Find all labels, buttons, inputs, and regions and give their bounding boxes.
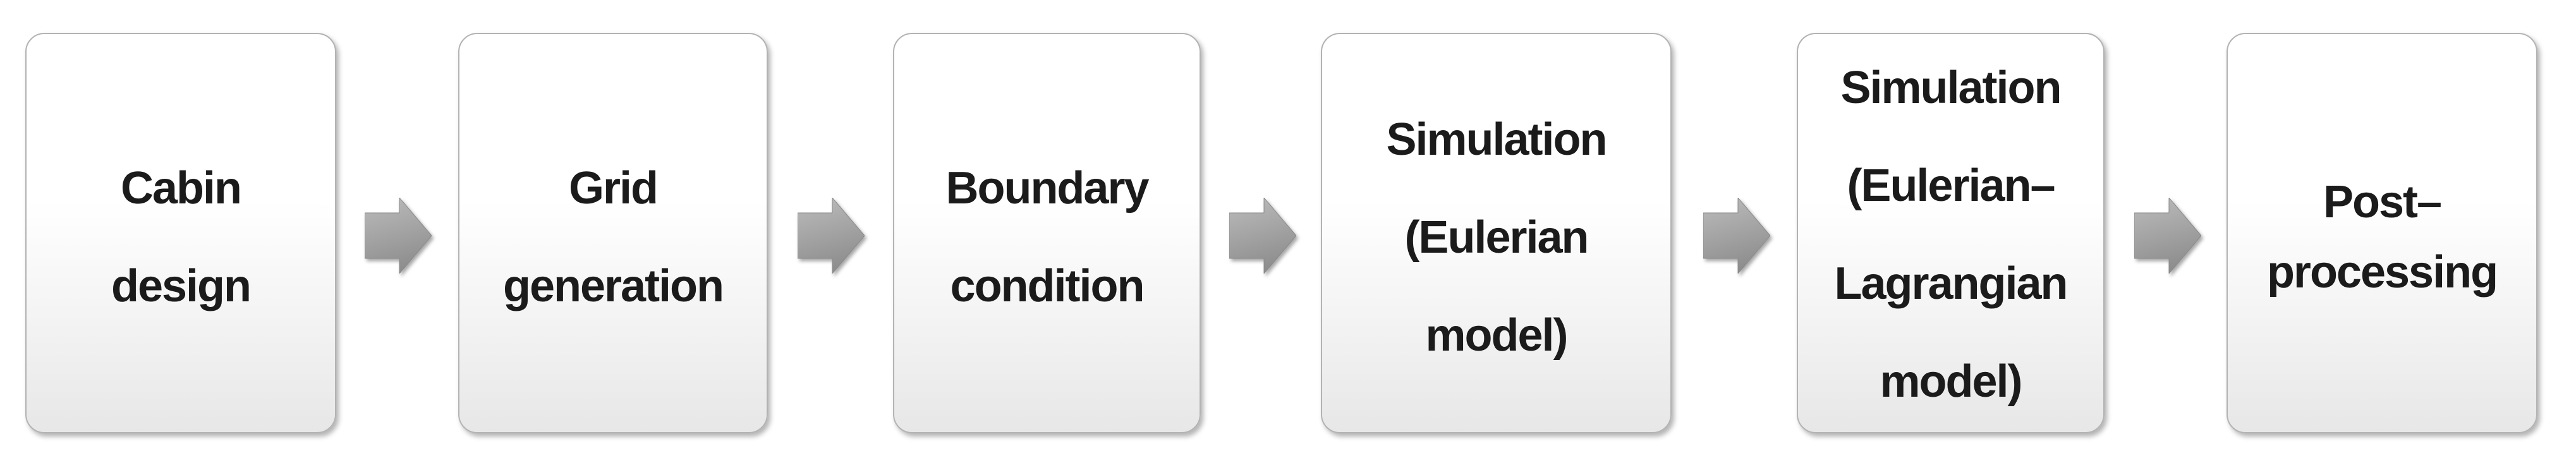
step-text-line: Simulation <box>1386 114 1607 165</box>
block-arrow-right-icon <box>1229 198 1296 274</box>
step-label: Boundary condition <box>894 140 1200 335</box>
step-text-line: Simulation <box>1840 63 2062 113</box>
step-text-line: Boundary <box>945 163 1149 214</box>
step-text-line: (Eulerian– <box>1847 160 2055 211</box>
step-text-line: Post– <box>2323 177 2442 227</box>
step-label: Simulation (Eulerian model) <box>1322 91 1670 385</box>
step-text-line: Grid <box>568 163 659 214</box>
flow-step-boundary-condition: Boundary condition <box>893 33 1201 433</box>
block-arrow-right-icon <box>365 198 432 274</box>
step-label: Grid generation <box>459 140 767 335</box>
flow-step-simulation-eulerian-model: Simulation (Eulerian model) <box>1321 33 1672 433</box>
block-arrow-right-icon <box>2134 198 2201 274</box>
step-text-line: design <box>111 261 252 311</box>
flow-step-simulation-eulerian-lagrangian-model: Simulation (Eulerian– Lagrangian model) <box>1797 33 2105 433</box>
flow-step-cabin-design: Cabin design <box>25 33 336 433</box>
step-text-line: processing <box>2266 247 2498 298</box>
step-text-line: (Eulerian <box>1404 212 1589 263</box>
flow-step-grid-generation: Grid generation <box>458 33 768 433</box>
step-text-line: generation <box>502 261 724 311</box>
step-text-line: Cabin <box>120 163 242 214</box>
step-label: Post– processing <box>2228 167 2536 308</box>
block-arrow-right-icon <box>798 198 865 274</box>
step-text-line: condition <box>950 261 1145 311</box>
step-label: Simulation (Eulerian– Lagrangian model) <box>1798 39 2103 431</box>
step-label: Cabin design <box>27 140 335 335</box>
block-arrow-right-icon <box>1703 198 1770 274</box>
flow-step-post-processing: Post– processing <box>2227 33 2537 433</box>
step-text-line: Lagrangian <box>1834 258 2068 309</box>
step-text-line: model) <box>1425 310 1568 361</box>
step-text-line: model) <box>1880 356 2022 407</box>
